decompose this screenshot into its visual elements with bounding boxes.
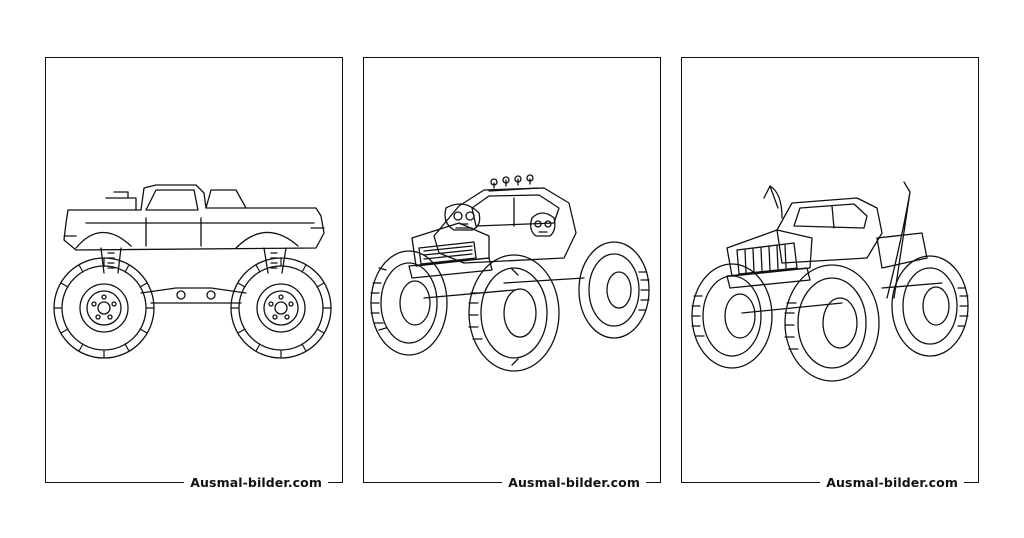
watermark-text: Ausmal-bilder.com xyxy=(820,475,964,491)
monster-truck-side-icon xyxy=(53,184,332,359)
coloring-page-card-2[interactable]: Ausmal-bilder.com xyxy=(363,57,661,491)
watermark-text: Ausmal-bilder.com xyxy=(502,475,646,491)
watermark-text: Ausmal-bilder.com xyxy=(184,475,328,491)
monster-truck-skull-icon xyxy=(370,174,650,372)
coloring-page-card-1[interactable]: Ausmal-bilder.com xyxy=(45,57,343,491)
coloring-page-card-3[interactable]: Ausmal-bilder.com xyxy=(681,57,979,491)
monster-truck-exhaust-icon xyxy=(691,181,969,382)
